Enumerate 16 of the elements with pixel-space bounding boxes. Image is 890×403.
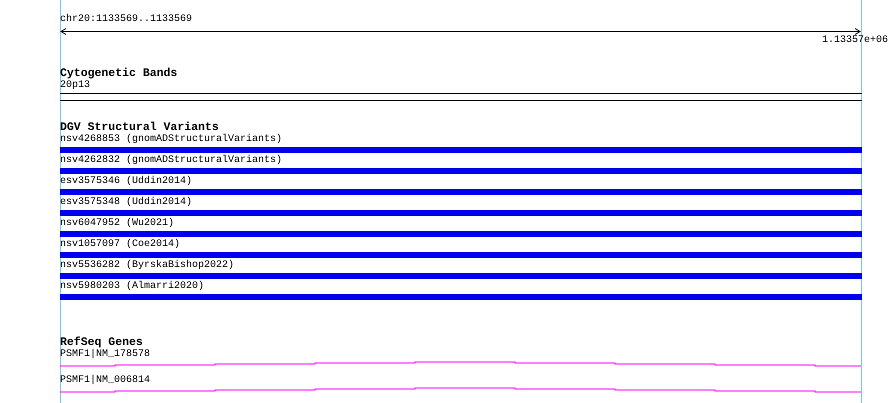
gene-label: PSMF1|NM_006814 xyxy=(60,375,150,387)
gene-label: PSMF1|NM_178578 xyxy=(60,349,150,361)
variant-label: nsv5980203 (Almarri2020) xyxy=(60,281,204,293)
track-title: RefSeq Genes xyxy=(60,336,143,349)
track-title: DGV Structural Variants xyxy=(60,121,219,134)
region-label: chr20:1133569..1133569 xyxy=(60,14,192,26)
variant-label: esv3575346 (Uddin2014) xyxy=(60,176,192,188)
tick-label: 1.13357e+06 xyxy=(822,35,888,47)
variant-label: nsv4262832 (gnomADStructuralVariants) xyxy=(60,155,282,167)
variant-label: nsv5536282 (ByrskaBishop2022) xyxy=(60,260,234,272)
track-title: Cytogenetic Bands xyxy=(60,67,178,80)
band-label: 20p13 xyxy=(60,80,90,92)
variant-label: nsv4268853 (gnomADStructuralVariants) xyxy=(60,134,282,146)
variant-label: nsv1057097 (Coe2014) xyxy=(60,239,180,251)
variant-label: nsv6047952 (Wu2021) xyxy=(60,218,174,230)
variant-label: esv3575348 (Uddin2014) xyxy=(60,197,192,209)
